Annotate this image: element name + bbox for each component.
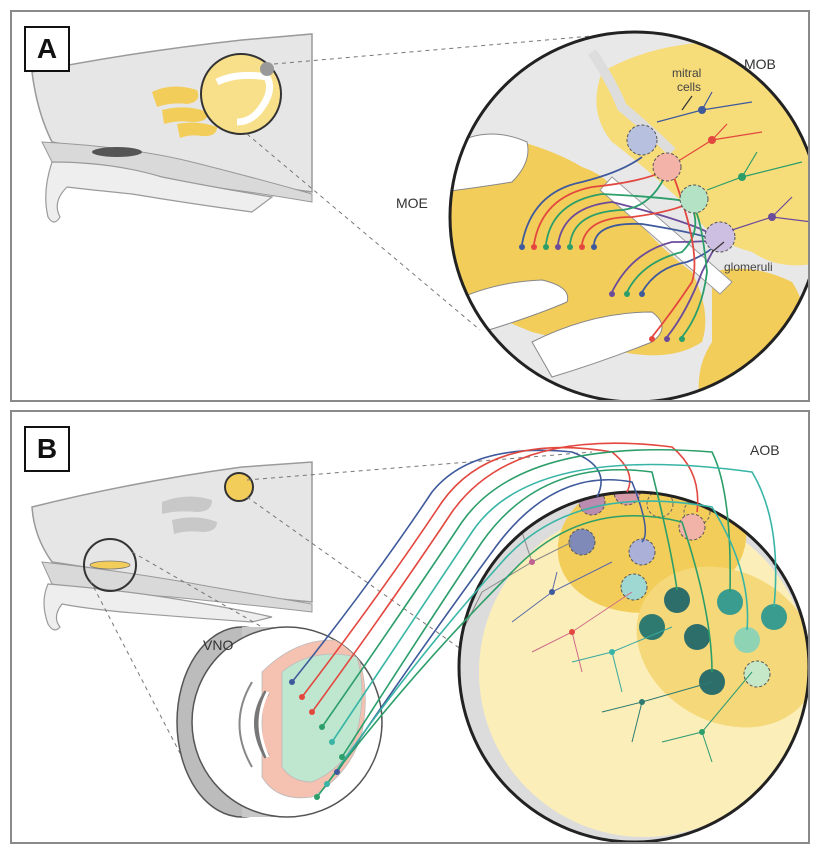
label-mitral: mitral [672,66,701,80]
vno-cross-section [177,627,382,817]
panel-a-letter: A [24,26,70,72]
aob-small-circle [225,473,253,501]
label-mob: MOB [744,56,776,72]
label-vno: VNO [203,637,233,653]
panel-b-letter: B [24,426,70,472]
rodent-head-sagittal-a [32,34,312,222]
panel-b-diagram [12,412,810,844]
panel-b: B VNO AOB [10,410,810,844]
zoom-circle-large-a [442,27,810,402]
zoom-circle-large-b [459,457,810,842]
label-glomeruli: glomeruli [724,260,773,274]
panel-a: A MOE MOB mitral cells glomeruli [10,10,810,402]
rodent-head-sagittal-b [32,462,312,630]
label-aob: AOB [750,442,780,458]
label-cells: cells [677,80,701,94]
label-moe: MOE [396,195,428,211]
